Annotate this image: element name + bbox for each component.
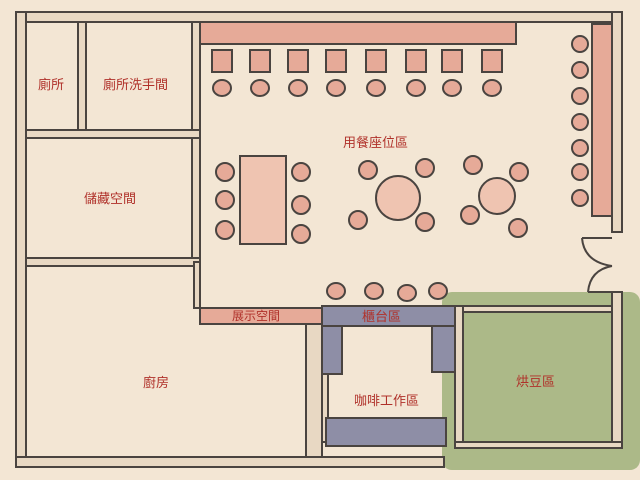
round-table-2 (478, 177, 516, 215)
label-dining: 用餐座位區 (343, 135, 408, 151)
long-table-chair-3 (215, 220, 235, 240)
round-table-chair-7 (460, 205, 480, 225)
wall-seat-3 (571, 87, 589, 105)
wall-seat-4 (571, 113, 589, 131)
outer-walls (15, 11, 623, 468)
label-kitchen: 廚房 (143, 375, 169, 391)
wall-seats (571, 35, 589, 207)
label-coffee-work: 咖啡工作區 (354, 394, 419, 409)
round-table-chair-4 (415, 212, 435, 232)
round-table-chair-6 (509, 162, 529, 182)
right-bench (591, 23, 613, 217)
round-seat-4 (326, 79, 346, 97)
wall-right-upper (611, 11, 623, 233)
wall-seat-2 (571, 61, 589, 79)
counter-top (321, 305, 456, 327)
wall-restroom-bottom (25, 129, 201, 139)
square-seat-5 (365, 49, 387, 73)
wall-seat-6 (571, 163, 589, 181)
wall-left (15, 11, 27, 468)
wall-roasting-left (454, 305, 464, 447)
square-seat-7 (441, 49, 463, 73)
wall-top (15, 11, 623, 23)
bottom-stools (326, 282, 448, 302)
wall-roasting-bottom (454, 441, 623, 449)
label-roasting: 烘豆區 (516, 375, 555, 390)
wall-seat-7 (571, 189, 589, 207)
counter-left-leg (321, 325, 343, 375)
wall-bottom (15, 456, 445, 468)
round-seat-7 (442, 79, 462, 97)
bottom-stool-3 (397, 284, 417, 302)
wall-storage-right (191, 137, 201, 263)
wall-seat-1 (571, 35, 589, 53)
top-bench (199, 21, 517, 45)
round-table-chair-5 (463, 155, 483, 175)
roasting-zone-area (442, 292, 640, 470)
round-seat-2 (250, 79, 270, 97)
round-table-chairs (348, 155, 529, 238)
round-table-chair-8 (508, 218, 528, 238)
square-seat-3 (287, 49, 309, 73)
round-table-chair-2 (415, 158, 435, 178)
counter-right-leg (431, 325, 456, 373)
long-table-chair-5 (291, 195, 311, 215)
wall-right-lower (611, 291, 623, 448)
bottom-stool-1 (326, 282, 346, 300)
label-toilet: 廁所 (38, 77, 64, 93)
entrance-door (581, 237, 613, 293)
square-seat-1 (211, 49, 233, 73)
long-table-chair-2 (215, 190, 235, 210)
long-table-chair-1 (215, 162, 235, 182)
interior-walls (25, 21, 623, 458)
coffee-bottom-counter (325, 417, 447, 447)
long-table-chair-6 (291, 224, 311, 244)
label-counter: 櫃台區 (362, 310, 401, 325)
label-display: 展示空間 (232, 309, 280, 323)
square-seat-8 (481, 49, 503, 73)
round-seat-3 (288, 79, 308, 97)
label-restroom-sink: 廁所洗手間 (103, 77, 168, 93)
bottom-stool-2 (364, 282, 384, 300)
wall-roasting-top (462, 305, 613, 313)
wall-toilet-divider (77, 21, 87, 135)
square-seat-6 (405, 49, 427, 73)
round-table-chair-3 (348, 210, 368, 230)
long-table (239, 155, 287, 245)
long-table-chair-4 (291, 162, 311, 182)
round-table-1 (375, 175, 421, 221)
square-seat-2 (249, 49, 271, 73)
wall-kitchen-right (305, 323, 323, 458)
wall-seat-5 (571, 139, 589, 157)
round-seat-1 (212, 79, 232, 97)
square-seat-4 (325, 49, 347, 73)
label-storage: 儲藏空間 (84, 192, 136, 207)
service-counter (321, 305, 456, 447)
wall-dining-left (193, 261, 201, 309)
round-table-chair-1 (358, 160, 378, 180)
round-seat-8 (482, 79, 502, 97)
round-seats (212, 79, 502, 97)
long-table-chairs (215, 162, 311, 244)
wall-storage-bottom (25, 257, 201, 267)
round-seat-5 (366, 79, 386, 97)
square-seats (211, 49, 503, 73)
bottom-stool-4 (428, 282, 448, 300)
round-seat-6 (406, 79, 426, 97)
wall-restroom-right (191, 21, 201, 135)
